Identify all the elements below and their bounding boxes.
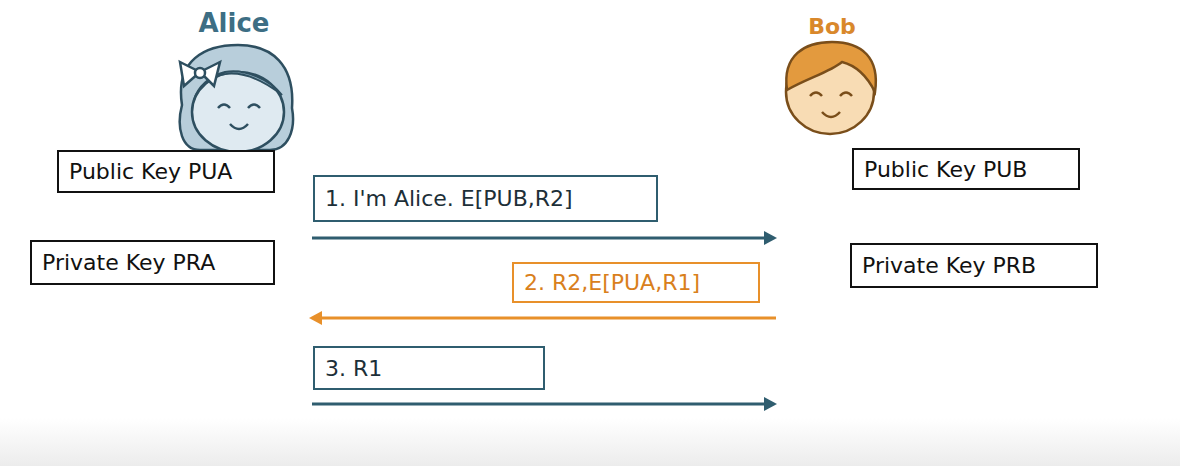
node-text: 2. R2,E[PUA,R1] <box>524 270 700 295</box>
message-box: 2. R2,E[PUA,R1] <box>512 262 760 303</box>
alice-figure <box>180 45 293 152</box>
key-box: Public Key PUA <box>57 150 275 193</box>
bob-figure <box>786 42 876 134</box>
node-text: 1. I'm Alice. E[PUB,R2] <box>325 186 573 211</box>
message-arrow <box>309 311 776 325</box>
node-text: Public Key PUB <box>864 157 1027 182</box>
bottom-band <box>0 418 1180 466</box>
message-arrow <box>312 397 777 411</box>
key-box: Private Key PRA <box>30 240 275 285</box>
figure-name: Alice <box>199 8 270 38</box>
message-box: 1. I'm Alice. E[PUB,R2] <box>313 175 658 222</box>
message-arrow <box>312 231 777 245</box>
key-box: Private Key PRB <box>850 243 1098 288</box>
node-text: 3. R1 <box>325 356 382 381</box>
message-box: 3. R1 <box>313 346 545 390</box>
key-box: Public Key PUB <box>852 148 1080 190</box>
node-text: Private Key PRB <box>862 253 1036 278</box>
figure-name: Bob <box>808 14 856 39</box>
node-text: Public Key PUA <box>69 159 232 184</box>
node-text: Private Key PRA <box>42 250 215 275</box>
